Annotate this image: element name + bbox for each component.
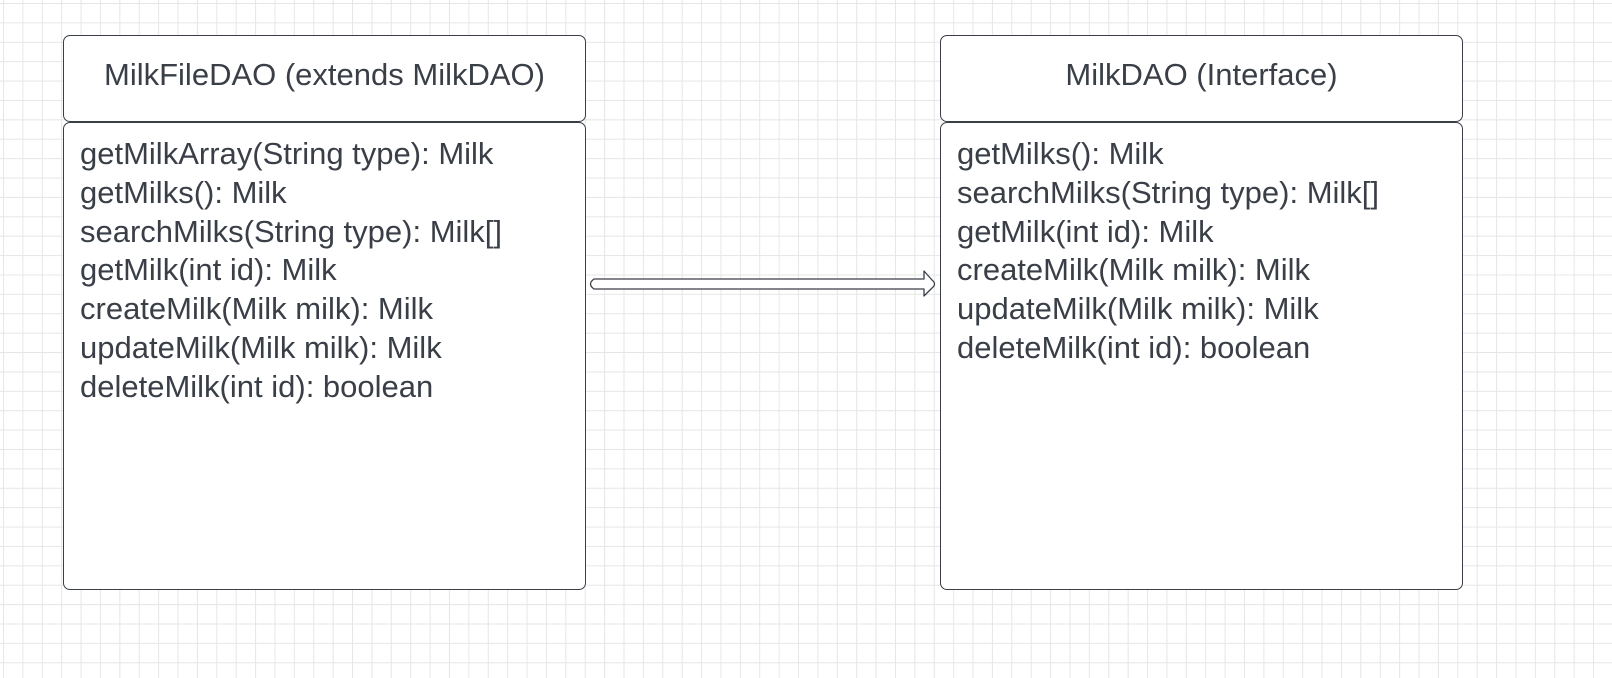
method-item: deleteMilk(int id): boolean [80, 368, 434, 404]
method-item: getMilk(int id): Milk [957, 213, 1214, 249]
class-header: MilkDAO (Interface) [940, 35, 1463, 122]
method-item: updateMilk(Milk milk): Milk [957, 291, 1319, 327]
method-item: createMilk(Milk milk): Milk [957, 252, 1311, 288]
class-methods: getMilkArray(String type): Milk getMilks… [63, 122, 586, 590]
method-item: deleteMilk(int id): boolean [957, 329, 1311, 365]
arrow-shaft [589, 270, 936, 297]
method-item: getMilkArray(String type): Milk [80, 136, 494, 171]
class-header: MilkFileDAO (extends MilkDAO) [63, 35, 586, 122]
method-item: getMilks(): Milk [80, 174, 287, 210]
method-item: createMilk(Milk milk): Milk [80, 291, 434, 327]
implements-arrow[interactable] [585, 265, 945, 305]
method-item: updateMilk(Milk milk): Milk [80, 329, 442, 365]
class-title: MilkDAO (Interface) [1065, 56, 1338, 92]
method-item: getMilks(): Milk [957, 136, 1164, 171]
method-item: getMilk(int id): Milk [80, 252, 337, 288]
method-item: searchMilks(String type): Milk[] [957, 174, 1380, 210]
class-methods: getMilks(): Milk searchMilks(String type… [940, 122, 1463, 590]
class-title: MilkFileDAO (extends MilkDAO) [104, 56, 545, 92]
method-item: searchMilks(String type): Milk[] [80, 213, 503, 249]
